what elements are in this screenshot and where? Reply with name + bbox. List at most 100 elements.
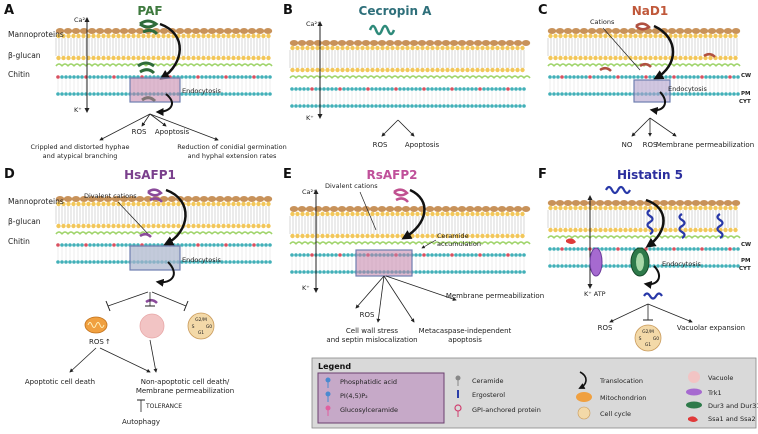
cell-cycle-phase: G2/M bbox=[195, 317, 207, 323]
legend: Legend Phosphatidic acid PI(4,5)P₂ Gluco… bbox=[311, 357, 758, 429]
translocation-arrow bbox=[645, 198, 665, 248]
ceramide-label: accumulation bbox=[437, 240, 481, 248]
gpi-protein-icon bbox=[454, 404, 462, 417]
vacuole-icon bbox=[139, 313, 165, 339]
endocytosis-box bbox=[633, 79, 671, 103]
dur3-icon bbox=[686, 401, 702, 409]
side-label: CYT bbox=[739, 266, 751, 272]
inhibition-bar bbox=[183, 300, 189, 312]
effect-arrow bbox=[631, 117, 651, 137]
outcome-label: ROS bbox=[373, 141, 388, 149]
internalization-arrow bbox=[649, 91, 667, 115]
trk1-icon bbox=[686, 388, 702, 396]
effect-arrow bbox=[376, 275, 385, 323]
effect-arrow bbox=[69, 347, 97, 373]
panel-d: D HsAFP1 Mannoproteins β-glucan Chitin D… bbox=[4, 167, 234, 426]
cell-envelope bbox=[547, 28, 741, 96]
cell-cycle-phase: S bbox=[192, 324, 195, 330]
legend-label: Trk1 bbox=[707, 389, 722, 397]
effect-arrow bbox=[141, 113, 151, 127]
atp-label: K⁺ ATP bbox=[584, 290, 606, 298]
cell-envelope bbox=[547, 200, 741, 268]
ssa-icon bbox=[566, 238, 576, 244]
panel-e: E RsAFP2 Ca²⁺ K⁺ Divalent cations Cerami… bbox=[283, 167, 544, 344]
ion-label: K⁺ bbox=[74, 106, 82, 114]
outcome-note: and atypical branching bbox=[43, 152, 118, 160]
lipid-grey-icon bbox=[455, 375, 461, 386]
internalization-arrow bbox=[155, 93, 173, 116]
legend-label: Translocation bbox=[599, 377, 643, 385]
cell-cycle-phase: G0 bbox=[206, 324, 212, 330]
outcome-label: ROS bbox=[132, 128, 147, 136]
translocation-arrow bbox=[159, 22, 181, 80]
endocytosis-label: Endocytosis bbox=[662, 260, 701, 268]
lipid-pink-icon bbox=[325, 405, 331, 416]
cations-pointer bbox=[359, 191, 377, 231]
panel-a: A PAF Mannoproteins β-glucan Chitin Ca²⁺… bbox=[4, 3, 287, 160]
effect-arrow bbox=[609, 303, 649, 323]
trk1-icon bbox=[589, 247, 603, 277]
effect-arrow bbox=[647, 303, 693, 323]
ion-label: Ca²⁺ bbox=[306, 20, 321, 28]
nad1-protein-icon bbox=[599, 22, 716, 72]
endocytosis-label: Endocytosis bbox=[182, 87, 221, 95]
outcome-label: Non-apoptotic cell death/ bbox=[141, 378, 230, 386]
effect-arrow bbox=[385, 275, 457, 301]
panel-letter: B bbox=[283, 3, 293, 18]
ion-label: Ca²⁺ bbox=[74, 16, 89, 24]
side-label: PM bbox=[741, 258, 751, 264]
outcome-label: ROS bbox=[643, 141, 658, 149]
effect-arrow bbox=[355, 275, 385, 309]
effect-arrow bbox=[99, 347, 151, 373]
mitochondrion-icon bbox=[84, 316, 108, 334]
cations-pointer bbox=[602, 27, 641, 71]
ceramide-pointer bbox=[421, 239, 437, 249]
panel-title: HsAFP1 bbox=[124, 168, 176, 182]
ion-label: K⁺ bbox=[302, 284, 310, 292]
legend-label: Ssa1 and Ssa2 bbox=[708, 415, 756, 423]
panel-title: PAF bbox=[137, 4, 162, 18]
translocation-arrow bbox=[653, 24, 675, 80]
cell-cycle-icon: G2/M S G0 G1 bbox=[187, 312, 215, 340]
outcome-label: Vacuolar expansion bbox=[677, 324, 745, 332]
legend-label: Mitochondrion bbox=[600, 394, 646, 402]
outcome-label: ROS bbox=[598, 324, 613, 332]
cell-cycle-phase: G2/M bbox=[642, 329, 654, 335]
endocytosis-label: Endocytosis bbox=[668, 85, 707, 93]
lipid-blue-icon bbox=[325, 391, 331, 402]
side-label: CW bbox=[741, 242, 751, 248]
cell-cycle-phase: G1 bbox=[198, 330, 204, 336]
endocytosis-box bbox=[355, 249, 413, 277]
internalization-arrow bbox=[155, 261, 175, 287]
legend-lipid-box bbox=[317, 372, 445, 424]
ion-label: K⁺ bbox=[306, 114, 314, 122]
translocation-arrow bbox=[401, 188, 426, 240]
panel-title: NaD1 bbox=[632, 4, 668, 18]
effect-arrow bbox=[381, 119, 399, 137]
outcome-label: and septin mislocalization bbox=[326, 336, 417, 344]
outcome-label: Cell wall stress bbox=[346, 327, 399, 335]
legend-label: Cell cycle bbox=[600, 410, 631, 418]
translocation-arrow bbox=[163, 188, 187, 246]
outcome-label: Apoptosis bbox=[155, 128, 190, 136]
cell-envelope bbox=[289, 206, 531, 274]
outcome-label: Apoptotic cell death bbox=[25, 378, 95, 386]
ssa-icon bbox=[688, 416, 698, 422]
outcome-label: Membrane permeabilization bbox=[446, 292, 544, 300]
membranes-layer bbox=[55, 28, 741, 274]
panel-f: F Histatin 5 K⁺ ATP Endocytosis CW PM CY… bbox=[538, 167, 751, 352]
outcome-note: Crippled and distorted hyphae bbox=[30, 143, 129, 151]
panel-letter: D bbox=[4, 167, 15, 182]
cations-pointer bbox=[117, 201, 151, 237]
legend-label: PI(4,5)P₂ bbox=[340, 392, 368, 400]
outcome-label: NO bbox=[622, 141, 633, 149]
cell-cycle-icon: G2/M S G0 G1 bbox=[634, 324, 662, 352]
legend-label: Ergosterol bbox=[472, 391, 505, 399]
effect-arrow bbox=[383, 275, 415, 323]
cell-cycle-phase: G1 bbox=[645, 342, 651, 348]
layer-label: Mannoproteins bbox=[8, 30, 64, 39]
effect-arrow bbox=[99, 113, 151, 141]
panel-b: B Cecropin A Ca²⁺ K⁺ ROS Apoptosis bbox=[283, 3, 439, 149]
legend-label: Ceramide bbox=[472, 377, 503, 385]
